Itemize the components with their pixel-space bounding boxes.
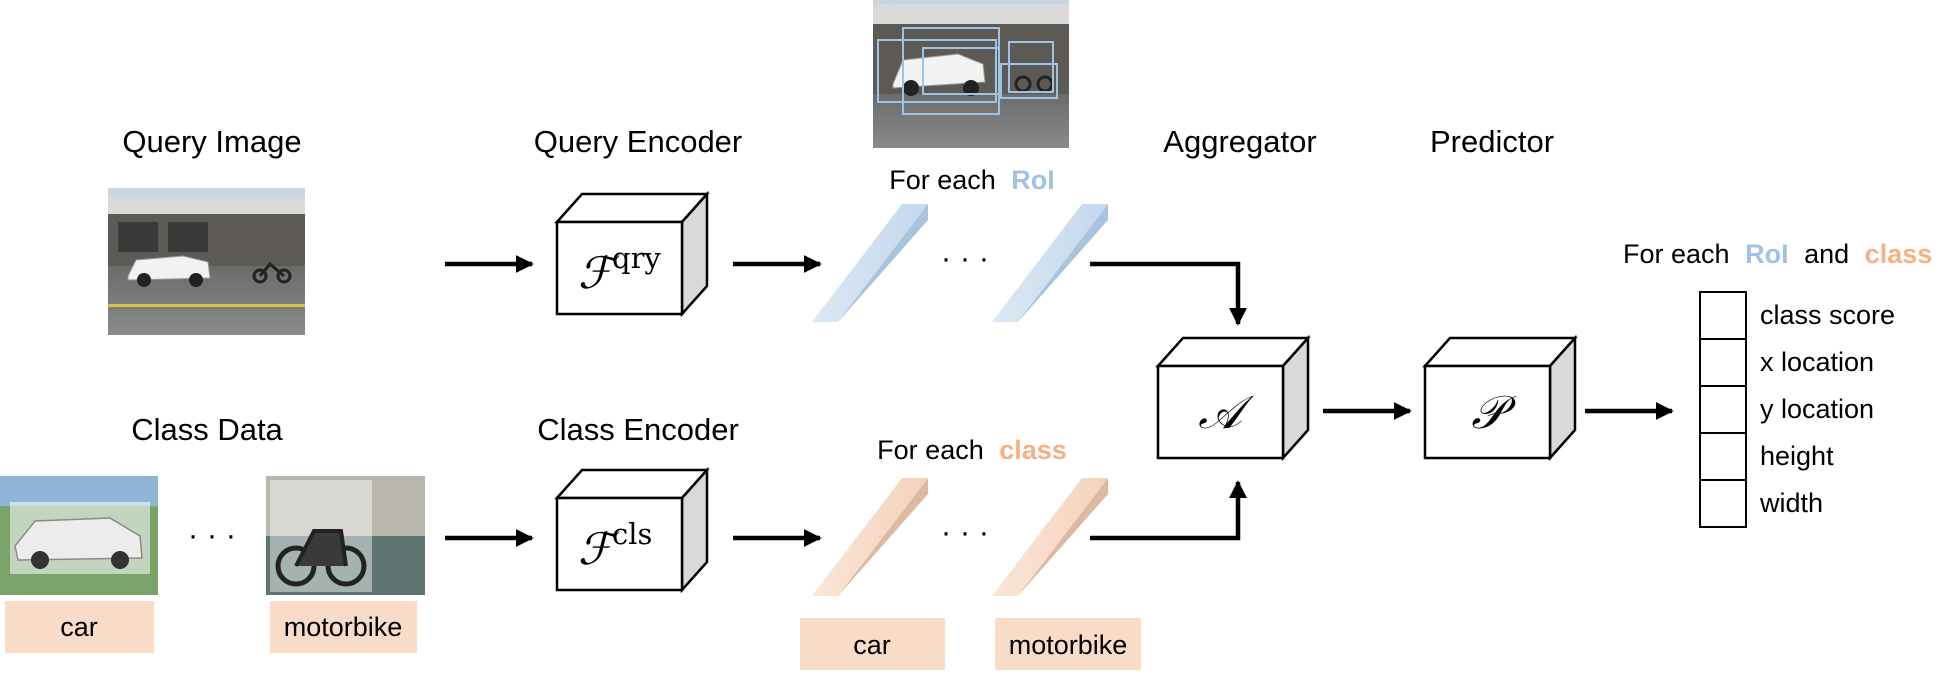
class-caption-prefix: For each (877, 435, 984, 465)
roi-caption-prefix: For each (889, 165, 996, 195)
class-feature-tag-motorbike: motorbike (1009, 630, 1128, 660)
roi-proposals-image (873, 0, 1069, 148)
roi-feature-bar-2 (992, 204, 1108, 322)
output-cell (1699, 385, 1747, 434)
class-data-ellipsis: · · · (188, 517, 236, 552)
output-cell (1699, 432, 1747, 481)
class-data-tag-motorbike: motorbike (284, 612, 403, 642)
class-image-car (0, 476, 158, 595)
aggregator-cube: 𝒜 (1155, 334, 1311, 462)
roi-caption: For each RoI (889, 165, 1055, 195)
class-data-tag-motorbike-bg (270, 601, 417, 653)
roi-ellipsis: · · · (941, 240, 989, 275)
query-encoder-cube: ℱ qry (554, 190, 710, 318)
output-field-x-location: x location (1760, 347, 1874, 377)
class-encoder-cube: ℱ cls (554, 466, 710, 594)
query-encoder-superscript: qry (612, 241, 661, 275)
class-data-tag-car: car (60, 612, 98, 642)
output-field-class-score: class score (1760, 300, 1895, 330)
output-caption-prefix: For each (1623, 239, 1730, 269)
class-feature-tag-motorbike-bg (995, 618, 1141, 670)
output-caption-class: class (1865, 239, 1933, 269)
class-feature-tag-car-bg (800, 618, 945, 670)
output-cell (1699, 291, 1747, 340)
output-cell (1699, 479, 1747, 528)
roi-feature-bar-1 (812, 204, 928, 322)
class-image-motorbike (266, 476, 425, 595)
output-caption: For each RoI and class (1623, 239, 1932, 269)
output-caption-roi: RoI (1745, 239, 1789, 269)
output-field-y-location: y location (1760, 394, 1874, 424)
aggregator-title: Aggregator (1163, 124, 1316, 159)
class-caption: For each class (877, 435, 1067, 465)
class-encoder-title: Class Encoder (537, 412, 739, 447)
query-encoder-title: Query Encoder (534, 124, 743, 159)
roi-caption-highlight: RoI (1011, 165, 1055, 195)
class-data-title: Class Data (131, 412, 283, 447)
predictor-cube: 𝒫 (1422, 334, 1578, 462)
query-image-title: Query Image (122, 124, 301, 159)
class-feature-tag-car: car (853, 630, 891, 660)
class-caption-highlight: class (999, 435, 1067, 465)
arrow-class-to-aggregator (1090, 480, 1247, 541)
arrow-roi-to-aggregator (1090, 261, 1247, 326)
output-field-width: width (1759, 488, 1823, 518)
output-vector (1699, 291, 1747, 528)
class-feature-bar-1 (812, 478, 928, 596)
predictor-title: Predictor (1430, 124, 1554, 159)
class-feature-bar-2 (992, 478, 1108, 596)
output-cell (1699, 338, 1747, 387)
output-caption-joiner: and (1804, 239, 1849, 269)
output-field-height: height (1760, 441, 1834, 471)
query-image (108, 188, 305, 335)
class-data-tag-car-bg (5, 601, 154, 653)
class-encoder-superscript: cls (612, 517, 652, 551)
class-feature-ellipsis: · · · (941, 514, 989, 549)
